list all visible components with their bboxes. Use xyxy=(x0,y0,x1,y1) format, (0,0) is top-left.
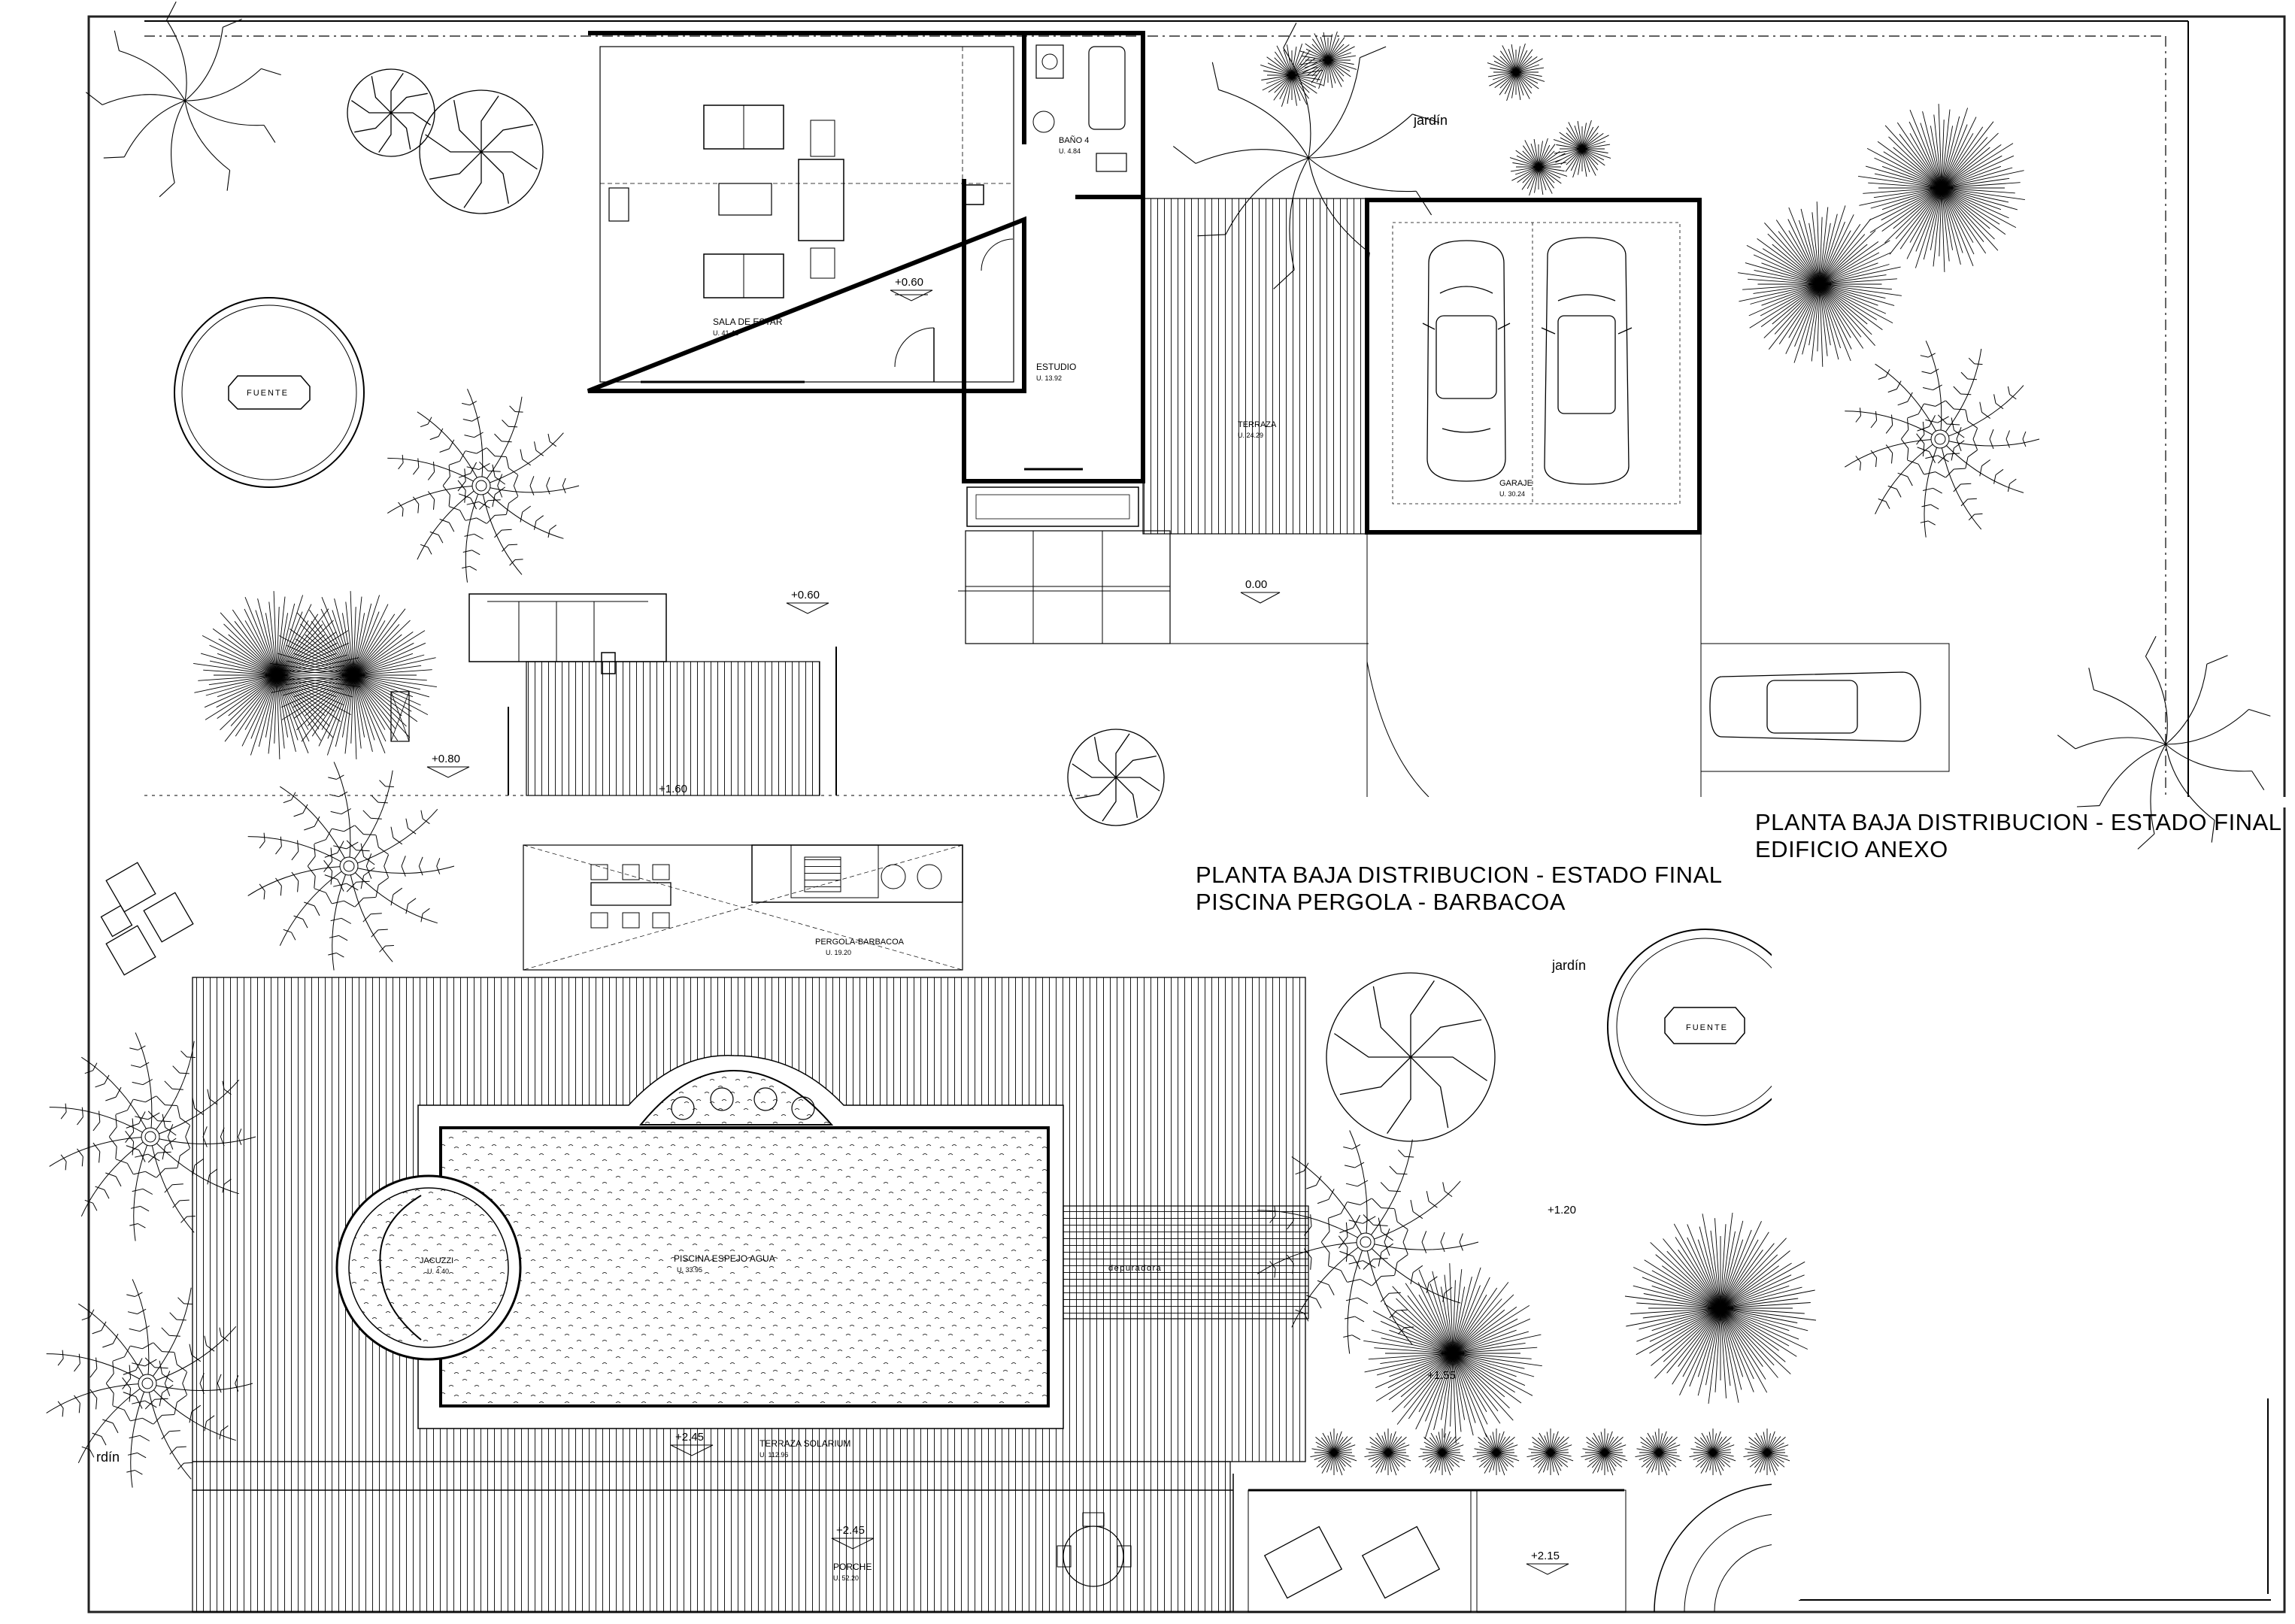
shrub-icon xyxy=(1509,138,1568,196)
title-annex: PLANTA BAJA DISTRIBUCION - ESTADO FINAL … xyxy=(1755,809,2282,863)
palm-tree-icon xyxy=(247,762,455,971)
shrub-icon xyxy=(270,591,437,759)
level-mark: +2.15 xyxy=(1531,1550,1560,1562)
level-mark: +2.45 xyxy=(675,1431,704,1444)
room-labels: SALA DE ESTAR U. 41.41 BAÑO 4 U. 4.84 ES… xyxy=(96,113,1728,1582)
level-mark: 0.00 xyxy=(1245,578,1267,591)
tree-canopy-icon xyxy=(1067,729,1165,826)
room-bano-name: BAÑO 4 xyxy=(1059,135,1089,145)
tree-icon xyxy=(2057,636,2271,850)
room-pergola-name: PERGOLA-BARBACOA xyxy=(815,938,905,947)
tree-canopy-icon xyxy=(419,89,544,214)
pool xyxy=(439,1126,1050,1407)
shrub-icon xyxy=(1364,1429,1411,1476)
title-main-line1: PLANTA BAJA DISTRIBUCION - ESTADO FINAL xyxy=(1196,862,1723,888)
shrub-icon xyxy=(1738,201,1902,367)
fountain-label: FUENTE xyxy=(247,389,289,398)
depuradora-label: depuradora xyxy=(1108,1264,1162,1273)
pergola xyxy=(523,844,963,971)
level-mark: +0.80 xyxy=(432,753,460,765)
bottom-plan xyxy=(100,844,1804,1613)
shrub-icon xyxy=(1635,1429,1682,1476)
palm-tree-icon xyxy=(387,389,580,583)
tree-canopy-icon xyxy=(1326,972,1496,1142)
room-estudio-area: U. 13.92 xyxy=(1036,374,1062,382)
room-terraza-area: U. 24.29 xyxy=(1238,432,1263,439)
room-porche-name: PORCHE xyxy=(833,1562,872,1572)
estudio-walls xyxy=(962,179,1145,483)
vegetation xyxy=(46,2,2271,1488)
bano-walls xyxy=(1024,31,1145,199)
shrub-icon xyxy=(1487,43,1545,102)
room-solarium-name: TERRAZA SOLARIUM xyxy=(759,1438,850,1449)
title-annex-line2: EDIFICIO ANEXO xyxy=(1755,836,1948,862)
garden-label: rdín xyxy=(96,1450,120,1465)
shrub-icon xyxy=(1624,1212,1817,1404)
tree-icon xyxy=(1172,23,1440,289)
car-icon xyxy=(1709,671,1921,742)
level-mark: +2.45 xyxy=(836,1524,865,1537)
shrub-icon xyxy=(1553,120,1611,178)
shrub-icon xyxy=(1418,1429,1466,1476)
palm-tree-icon xyxy=(46,1279,253,1488)
shrub-icon xyxy=(1299,31,1357,89)
tree-icon xyxy=(85,2,281,198)
garden-label: jardín xyxy=(1551,958,1586,973)
shrub-icon xyxy=(1260,44,1323,107)
level-mark: +0.60 xyxy=(895,276,923,289)
palm-tree-icon xyxy=(49,1032,256,1241)
level-mark: +1.60 xyxy=(659,783,687,795)
shrub-icon xyxy=(1363,1263,1542,1444)
room-pergola-area: U. 19.20 xyxy=(826,949,851,956)
shrub-icon xyxy=(1310,1429,1357,1476)
room-bano-area: U. 4.84 xyxy=(1059,147,1081,155)
garaje-walls xyxy=(1365,198,1702,535)
room-piscina-area: U. 33.95 xyxy=(677,1266,702,1274)
car-icon xyxy=(1422,240,1511,482)
sala-walls xyxy=(587,31,1026,393)
tree-canopy-icon xyxy=(347,68,435,157)
top-plan xyxy=(144,20,2189,798)
garden-label: jardín xyxy=(1413,113,1448,128)
shrub-icon xyxy=(1689,1429,1736,1476)
level-mark: +1.20 xyxy=(1548,1204,1576,1216)
fountain-label: FUENTE xyxy=(1686,1023,1728,1032)
level-mark: +1.55 xyxy=(1427,1369,1456,1382)
shrub-icon xyxy=(1526,1429,1574,1476)
room-estudio-name: ESTUDIO xyxy=(1036,362,1076,372)
shrub-icon xyxy=(1472,1429,1520,1476)
palm-tree-icon xyxy=(1845,341,2040,538)
room-jacuzzi-area: U. 4.40 xyxy=(427,1268,449,1275)
porche-deck xyxy=(192,1461,1231,1613)
deck-upper xyxy=(526,661,820,796)
shrub-icon xyxy=(1858,104,2025,272)
room-terraza-name: TERRAZA xyxy=(1238,420,1277,429)
room-solarium-area: U. 112.96 xyxy=(759,1451,788,1459)
terraza-deck xyxy=(1142,198,1369,535)
title-main-line2: PISCINA PERGOLA - BARBACOA xyxy=(1196,889,1566,915)
title-main: PLANTA BAJA DISTRIBUCION - ESTADO FINAL … xyxy=(1196,862,1723,916)
room-porche-area: U. 52.20 xyxy=(833,1574,859,1582)
shrub-icon xyxy=(1581,1429,1628,1476)
level-mark: +0.60 xyxy=(791,589,820,601)
room-jacuzzi-name: JACUZZI xyxy=(420,1256,453,1265)
palm-tree-icon xyxy=(1257,1130,1479,1354)
garden-chairs xyxy=(100,862,194,976)
title-annex-line1: PLANTA BAJA DISTRIBUCION - ESTADO FINAL xyxy=(1755,809,2282,835)
shrub-icon xyxy=(1743,1429,1790,1476)
car-icon xyxy=(1541,237,1633,485)
room-sala-area: U. 41.41 xyxy=(713,329,738,337)
level-symbols xyxy=(426,289,1569,1575)
room-garaje-name: GARAJE xyxy=(1499,479,1533,488)
room-sala-name: SALA DE ESTAR xyxy=(713,317,783,327)
room-garaje-area: U. 30.24 xyxy=(1499,490,1525,498)
room-piscina-name: PISCINA ESPEJO AGUA xyxy=(674,1253,775,1264)
shrub-icon xyxy=(193,591,360,759)
